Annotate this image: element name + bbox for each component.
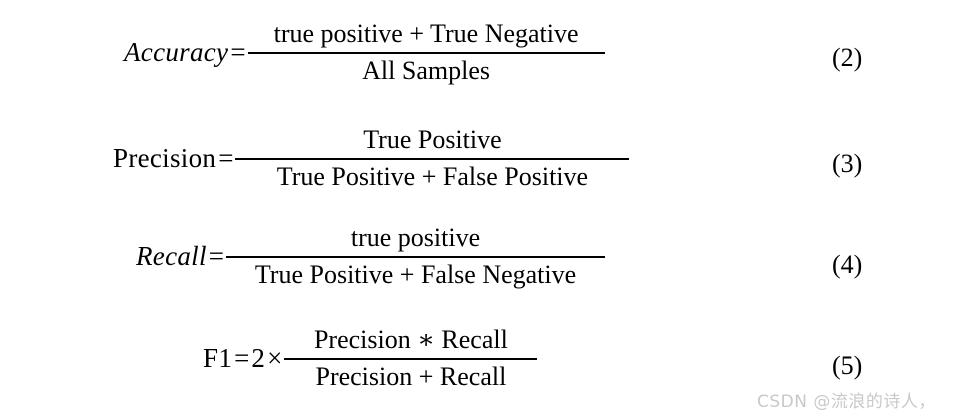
equation-precision-numerator: True Positive [363, 125, 502, 154]
equation-f1-lhs: F1 [203, 343, 233, 374]
multiplication-icon: × [267, 343, 283, 374]
equation-f1: F1 = 2 × Precision ∗ Recall Precision + … [203, 324, 538, 393]
fraction-bar [247, 51, 605, 54]
fraction-bar [284, 357, 538, 360]
equation-recall-numerator: true positive [350, 223, 481, 252]
equation-f1-numerator: Precision ∗ Recall [313, 325, 508, 354]
fraction-bar [235, 157, 630, 160]
equation-precision-relation: = [218, 143, 234, 174]
equation-number-2: (2) [832, 43, 863, 72]
equation-f1-fraction: Precision ∗ Recall Precision + Recall [284, 324, 538, 393]
equation-accuracy-relation: = [230, 37, 246, 68]
equation-recall: Recall = true positive True Positive + F… [136, 222, 605, 291]
equation-precision-fraction: True Positive True Positive + False Posi… [235, 124, 630, 193]
equation-number-3: (3) [832, 149, 863, 178]
equation-recall-fraction: true positive True Positive + False Nega… [226, 222, 605, 291]
equation-f1-coefficient: 2 [251, 343, 266, 374]
equation-recall-denominator: True Positive + False Negative [254, 259, 577, 289]
equation-precision-lhs: Precision [113, 143, 217, 174]
csdn-watermark: CSDN @流浪的诗人， [757, 392, 936, 412]
equation-number-4: (4) [832, 250, 863, 279]
equation-precision-denominator: True Positive + False Positive [276, 161, 589, 191]
equation-number-5: (5) [832, 351, 863, 380]
equation-recall-lhs: Recall [136, 241, 207, 272]
equation-accuracy-fraction: true positive + True Negative All Sample… [247, 18, 605, 87]
equation-recall-relation: = [208, 241, 224, 272]
equation-accuracy-lhs: Accuracy [124, 37, 229, 68]
fraction-bar [226, 255, 605, 258]
equation-f1-denominator: Precision + Recall [315, 361, 507, 391]
equation-accuracy: Accuracy = true positive + True Negative… [124, 18, 605, 87]
equation-accuracy-numerator: true positive + True Negative [273, 19, 579, 48]
equation-f1-relation: = [234, 343, 250, 374]
equation-accuracy-denominator: All Samples [362, 55, 490, 85]
equation-precision: Precision = True Positive True Positive … [113, 124, 630, 193]
